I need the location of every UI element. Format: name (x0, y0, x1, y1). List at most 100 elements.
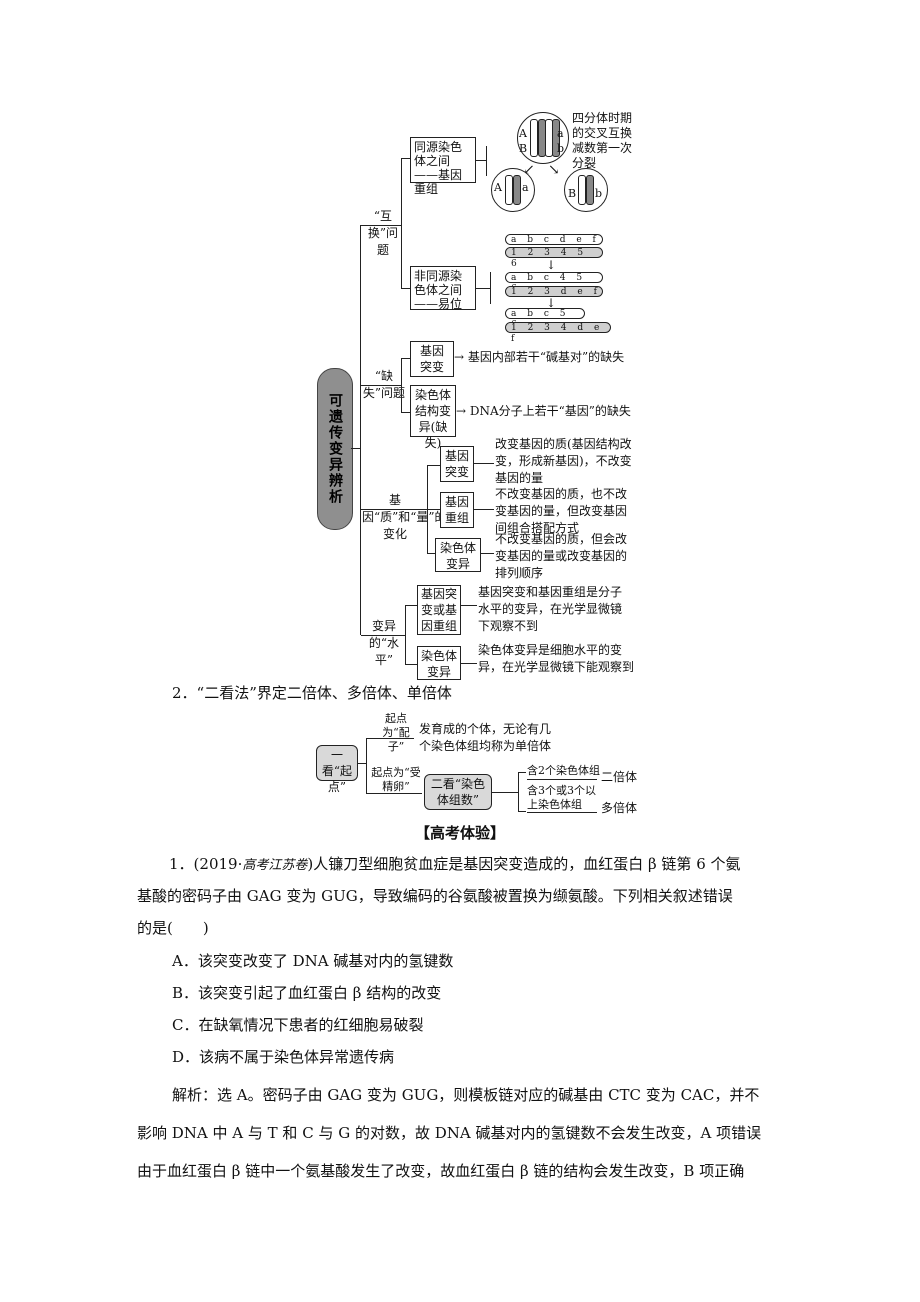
sub-trunk (401, 158, 402, 288)
homologous-box: 同源染色体之间——基因重组 (410, 137, 476, 196)
allele-label: A (519, 127, 527, 140)
note-text: DNA分子上若干“基因”的缺失 (469, 404, 631, 418)
exam-title: 【高考体验】 (414, 824, 505, 842)
connector (486, 146, 487, 176)
quality-note: 不改变基因的质，但会改变基因的量或改变基因的排列顺序 (495, 532, 628, 580)
section2-heading: 2．“二看法”界定二倍体、多倍体、单倍体 (172, 684, 452, 702)
option-c: C．在缺氧情况下患者的红细胞易破裂 (172, 1016, 424, 1034)
tetrad-cell-icon (517, 112, 569, 164)
branch-quality: 基因“质”和“量”的变化 (362, 493, 447, 541)
question-line-2: 基酸的密码子由 GAG 变为 GUG，导致编码的谷氨酸被置换为缬氨酸。下列相关叙… (137, 887, 733, 905)
quality-recombination-box: 基因重组 (440, 492, 474, 528)
connector (492, 792, 518, 793)
connector (474, 463, 494, 464)
question-number: 1．(2019· (169, 855, 243, 873)
allele-label: b (595, 187, 603, 200)
allele-label: B (519, 142, 528, 155)
connector (405, 664, 417, 665)
option-b: B．该突变引起了血红蛋白 β 结构的改变 (172, 984, 442, 1002)
connector (527, 779, 597, 780)
note-text: 基因内部若干“碱基对”的缺失 (467, 350, 625, 364)
connector (476, 160, 486, 161)
analysis-line-3: 由于血红蛋白 β 链中一个氨基酸发生了改变，故血红蛋白 β 链的结构会发生改变，… (137, 1162, 745, 1180)
sub-trunk (405, 605, 406, 665)
arrow-down-right-icon: ↘ (548, 162, 560, 178)
level-note: 基因突变和基因重组是分子水平的变异，在光学显微镜下观察不到 (478, 585, 623, 633)
connector (361, 635, 405, 636)
branch-deletion: “缺失”问题 (362, 369, 406, 400)
connector (358, 763, 366, 764)
question-line-1: 1．(2019·高考江苏卷)人镰刀型细胞贫血症是基因突变造成的，血红蛋白 β 链… (137, 849, 787, 881)
chromosome-strip: 1 2 3 4 5 6 (505, 247, 603, 269)
arrow-down-icon: ↓ (546, 258, 557, 272)
connector (474, 509, 494, 510)
quality-chromosome-box: 染色体变异 (435, 538, 481, 572)
quality-gene-mutation-box: 基因突变 (440, 446, 474, 482)
chromosome-strip: a b c 5 6 (505, 308, 585, 330)
polyploid-label: 多倍体 (601, 801, 638, 815)
connector (361, 385, 401, 386)
three-sets-label: 含3个或3个以上染色体组 (527, 784, 596, 811)
connector (401, 358, 410, 359)
branch-exchange: “互换”问题 (367, 209, 399, 257)
connector (361, 225, 401, 226)
daughter-cell-icon (564, 168, 608, 212)
question-text: )人镰刀型细胞贫血症是基因突变造成的，血红蛋白 β 链第 6 个氨 (307, 855, 741, 873)
connector (427, 553, 435, 554)
gene-mutation-note: → 基因内部若干“碱基对”的缺失 (454, 350, 625, 364)
connector (405, 605, 417, 606)
chromosome-structure-box: 染色体结构变异(缺失) (410, 385, 456, 450)
analysis-line-1: 解析：选 A。密码子由 GAG 变为 GUG，则模板链对应的碱基由 CTC 变为… (172, 1086, 760, 1104)
connector (518, 811, 526, 812)
connector (361, 509, 427, 510)
daughter-cell-icon (491, 168, 535, 212)
connector (366, 738, 367, 794)
connector (427, 509, 440, 510)
start-gamete: 起点为“配子” (382, 712, 410, 753)
level-note: 染色体变异是细胞水平的变异，在光学显微镜下能观察到 (478, 643, 635, 674)
sub-trunk (401, 358, 402, 413)
level-chromosome-box: 染色体变异 (417, 646, 461, 680)
start-zygote: 起点为“受精卵” (371, 766, 421, 793)
connector (527, 812, 597, 813)
analysis-line-2: 影响 DNA 中 A 与 T 和 C 与 G 的对数，故 DNA 碱基对内的氢键… (137, 1124, 762, 1142)
connector (401, 288, 410, 289)
chromosome-strip: a b c d e f (505, 234, 603, 245)
gene-mutation-box: 基因突变 (410, 341, 454, 377)
connector (461, 605, 477, 606)
first-look-box: 一看“起点” (316, 745, 358, 794)
chromosome-strip: 1 2 3 d e f (505, 286, 603, 297)
chromosome-structure-note: → DNA分子上若干“基因”的缺失 (456, 404, 631, 418)
quality-note: 不改变基因的质，也不改变基因的量，但改变基因间组合搭配方式 (495, 487, 628, 535)
connector (481, 553, 494, 554)
connector (427, 465, 440, 466)
chromosome-strip: a b c 4 5 6 (505, 272, 603, 294)
nonhomologous-box: 非同源染色体之间——易位 (410, 266, 476, 311)
question-line-3: 的是( ) (137, 919, 209, 937)
gamete-result: 发育成的个体，无论有几个染色体组均称为单倍体 (419, 722, 552, 753)
root-node: 可遗传变异辨析 (317, 368, 353, 530)
allele-label: B (568, 187, 577, 200)
connector (518, 772, 519, 812)
second-look-box: 二看“染色体组数” (424, 774, 492, 810)
connector (476, 288, 490, 289)
homologous-note: 四分体时期的交叉互换减数第一次分裂 (572, 111, 633, 170)
connector (461, 663, 477, 664)
connector (518, 772, 526, 773)
connector (366, 793, 422, 794)
connector (490, 272, 491, 304)
connector (351, 448, 361, 449)
chromosome-strip: 1 2 3 4 d e f (505, 322, 611, 344)
level-gene-box: 基因突变或基因重组 (417, 585, 461, 635)
option-d: D．该病不属于染色体异常遗传病 (172, 1048, 395, 1066)
arrow-down-left-icon: ↙ (523, 162, 535, 178)
allele-label: A (494, 181, 502, 194)
connector (401, 412, 410, 413)
option-a: A．该突变改变了 DNA 碱基对内的氢键数 (172, 952, 454, 970)
quality-note: 改变基因的质(基因结构改变，形成新基因)，不改变基因的量 (495, 437, 632, 485)
question-source: 高考江苏卷 (242, 858, 308, 873)
diploid-label: 二倍体 (601, 770, 638, 784)
connector (401, 158, 410, 159)
allele-label: b (557, 142, 565, 155)
allele-label: a (522, 181, 529, 194)
